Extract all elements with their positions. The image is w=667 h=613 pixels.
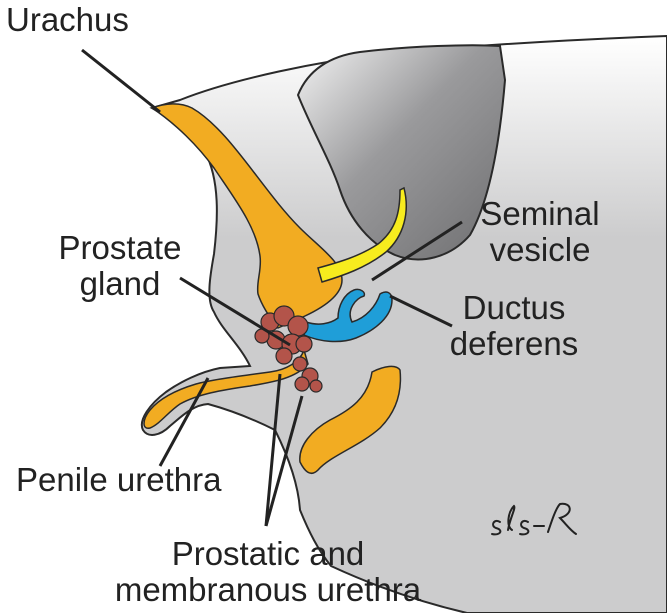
label-penile-urethra: Penile urethra <box>16 462 221 498</box>
label-prostatic-membranous-urethra: Prostatic and membranous urethra <box>108 536 428 608</box>
label-prostate-gland-line2: gland <box>42 266 198 302</box>
label-seminal-vesicle-line2: vesicle <box>470 232 610 268</box>
label-ductus-deferens: Ductus deferens <box>442 290 586 362</box>
label-ductus-deferens-line1: Ductus <box>442 290 586 326</box>
label-prostatic-urethra-line2: membranous urethra <box>108 572 428 608</box>
label-ductus-deferens-line2: deferens <box>442 326 586 362</box>
label-seminal-vesicle: Seminal vesicle <box>470 196 610 268</box>
label-seminal-vesicle-line1: Seminal <box>470 196 610 232</box>
label-prostate-gland-line1: Prostate <box>42 230 198 266</box>
label-prostate-gland: Prostate gland <box>42 230 198 302</box>
label-urachus: Urachus <box>6 2 129 38</box>
label-prostatic-urethra-line1: Prostatic and <box>108 536 428 572</box>
leader-urachus <box>82 50 160 112</box>
